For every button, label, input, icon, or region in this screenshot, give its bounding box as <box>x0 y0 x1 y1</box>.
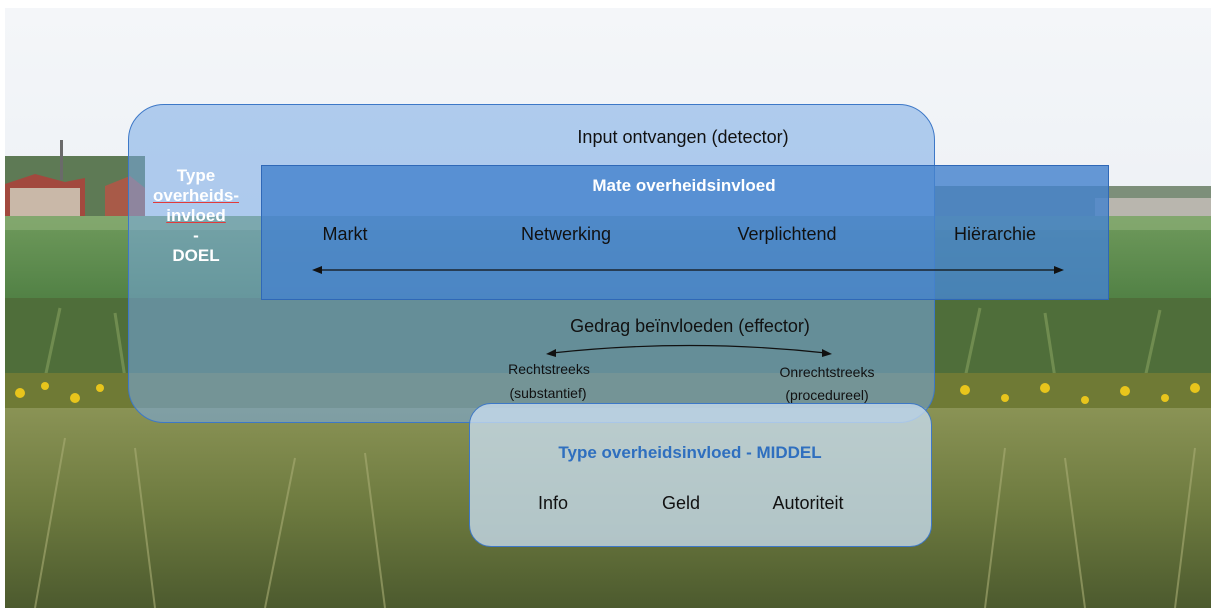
means-item-autoriteit: Autoriteit <box>772 493 844 513</box>
goal-label-line-5: DOEL <box>172 246 220 265</box>
goal-label-line-2: overheids- <box>153 186 239 205</box>
means-item-info: Info <box>537 493 569 513</box>
detector-label: Input ontvangen (detector) <box>577 127 789 147</box>
goal-label-line-3: invloed <box>166 206 226 225</box>
effector-label: Gedrag beïnvloeden (effector) <box>570 316 810 336</box>
means-item-geld: Geld <box>661 493 701 513</box>
indirect-sub: (procedureel) <box>785 387 869 403</box>
scale-item-netwerking: Netwerking <box>520 224 612 244</box>
goal-label-line-4: - <box>193 226 199 245</box>
direct-label: Rechtstreeks <box>508 361 590 377</box>
scale-box <box>261 165 1109 300</box>
means-title: Type overheidsinvloed - MIDDEL <box>558 443 822 462</box>
scale-item-hierarchie: Hiërarchie <box>953 224 1037 244</box>
means-box <box>469 403 932 547</box>
direct-sub: (substantief) <box>509 385 587 401</box>
scale-title: Mate overheidsinvloed <box>592 176 776 195</box>
goal-label-line-1: Type <box>176 166 216 185</box>
scale-item-verplichtend: Verplichtend <box>737 224 837 244</box>
scale-item-markt: Markt <box>322 224 368 244</box>
indirect-label: Onrechtstreeks <box>779 364 875 380</box>
